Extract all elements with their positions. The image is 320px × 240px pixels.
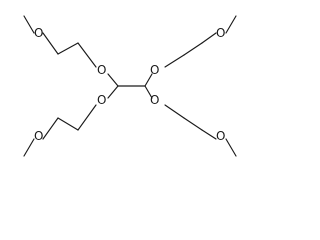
atom-o-lower-left-outer: O (34, 129, 43, 143)
lower-right-methoxyethoxy-chain (164, 104, 237, 157)
atom-o-lower-left-inner: O (97, 93, 106, 107)
atom-o-upper-right-inner: O (150, 63, 159, 77)
atom-o-upper-right-outer: O (216, 26, 225, 40)
bond-c2-o-upper (144, 73, 153, 87)
upper-left-methoxyethoxy-chain (23, 15, 97, 68)
upper-right-methoxyethoxy-chain (164, 15, 237, 68)
atom-o-lower-right-outer: O (216, 129, 225, 143)
atom-o-lower-right-inner: O (150, 93, 159, 107)
bond-c1-o-lower (107, 85, 119, 99)
atom-o-upper-left-outer: O (34, 26, 43, 40)
bond-c2-o-lower (144, 85, 153, 99)
lower-left-methoxyethoxy-chain (23, 104, 97, 157)
molecule-structure: O O O O O O O O (23, 15, 237, 157)
bond-c1-o-upper (107, 73, 119, 87)
structure-canvas: O O O O O O O O (23, 15, 237, 157)
atom-o-upper-left-inner: O (97, 63, 106, 77)
